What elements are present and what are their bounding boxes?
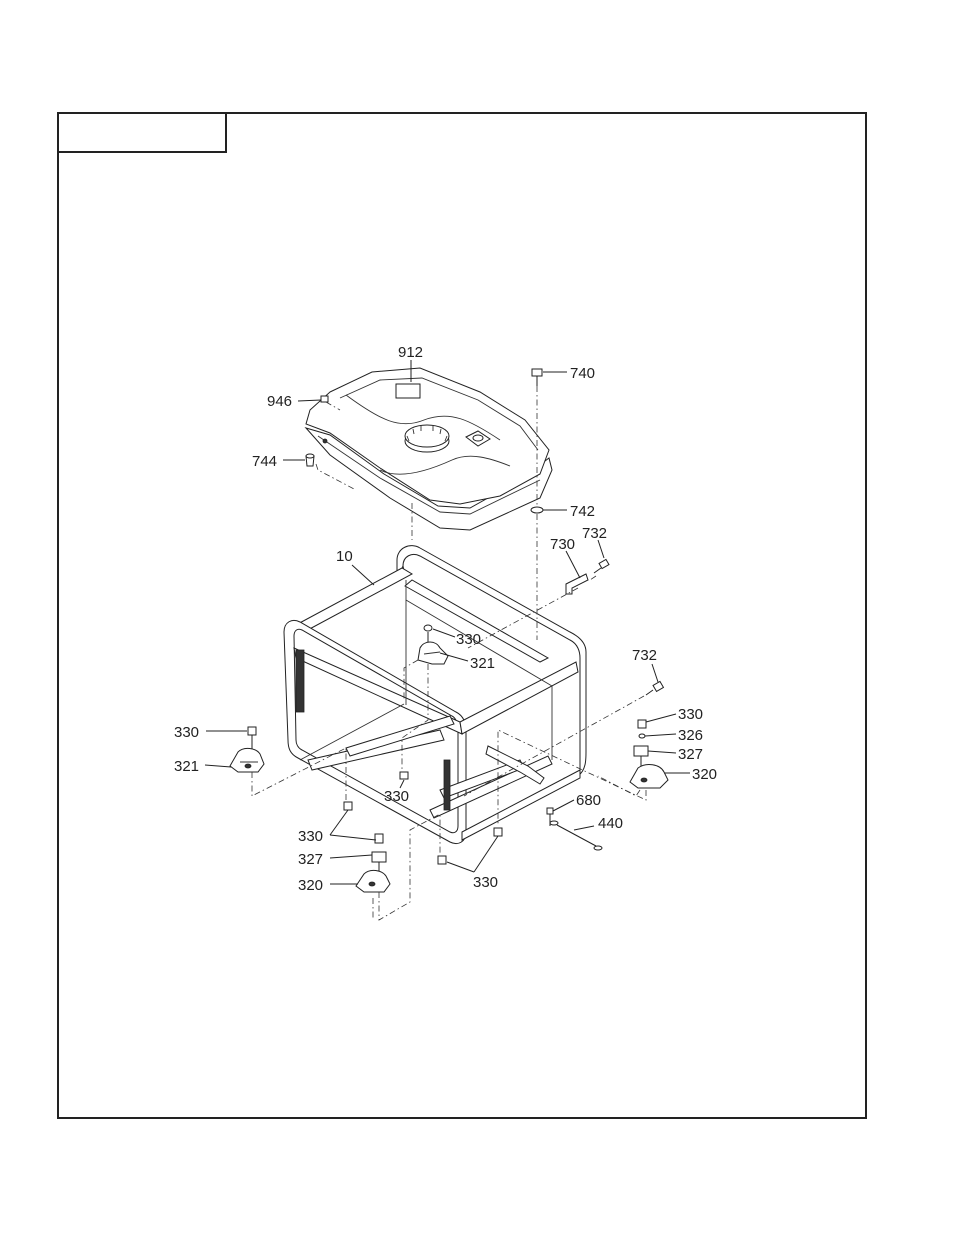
- mount-321-left: [229, 726, 265, 773]
- callout-327-front: 327: [298, 851, 323, 868]
- diagram-frame: [57, 112, 867, 1119]
- callout-10: 10: [336, 548, 353, 565]
- washer-742: [530, 506, 544, 514]
- callout-330-right: 330: [678, 706, 703, 723]
- bolt-732-top: [593, 558, 610, 574]
- drain-plug-744: [305, 453, 315, 467]
- mount-321-back: [417, 624, 449, 665]
- callout-730: 730: [550, 536, 575, 553]
- callout-320-front: 320: [298, 877, 323, 894]
- title-tab-box: [57, 112, 227, 153]
- callout-330-front: 330: [298, 828, 323, 845]
- ground-wire-440: [549, 820, 603, 851]
- callout-320-right: 320: [692, 766, 717, 783]
- leader-lines: [204, 360, 690, 885]
- tube-frame-10: [283, 545, 587, 845]
- callout-321-left: 321: [174, 758, 199, 775]
- bolt-740: [531, 368, 543, 386]
- bracket-730: [565, 573, 589, 595]
- callout-330-left: 330: [174, 724, 199, 741]
- callout-742: 742: [570, 503, 595, 520]
- callout-326: 326: [678, 727, 703, 744]
- callout-740: 740: [570, 365, 595, 382]
- callout-732-right: 732: [632, 647, 657, 664]
- mount-320-front: [355, 833, 391, 893]
- callout-321-back: 321: [470, 655, 495, 672]
- callout-330-back: 330: [456, 631, 481, 648]
- callout-680: 680: [576, 792, 601, 809]
- mount-320-right: [629, 719, 669, 789]
- bolt-732-right: [645, 680, 665, 696]
- nuts-330: [343, 771, 503, 865]
- fuel-tank: [304, 367, 553, 531]
- callout-912: 912: [398, 344, 423, 361]
- callout-327-right: 327: [678, 746, 703, 763]
- callout-330-bottom: 330: [473, 874, 498, 891]
- callout-744: 744: [252, 453, 277, 470]
- callout-440: 440: [598, 815, 623, 832]
- callout-labels: 912 946 744 740 742 10 730 732 732 330 3…: [174, 344, 717, 894]
- callout-732-top: 732: [582, 525, 607, 542]
- callout-946: 946: [267, 393, 292, 410]
- callout-330-center: 330: [384, 788, 409, 805]
- assembly-center-lines: [251, 386, 647, 921]
